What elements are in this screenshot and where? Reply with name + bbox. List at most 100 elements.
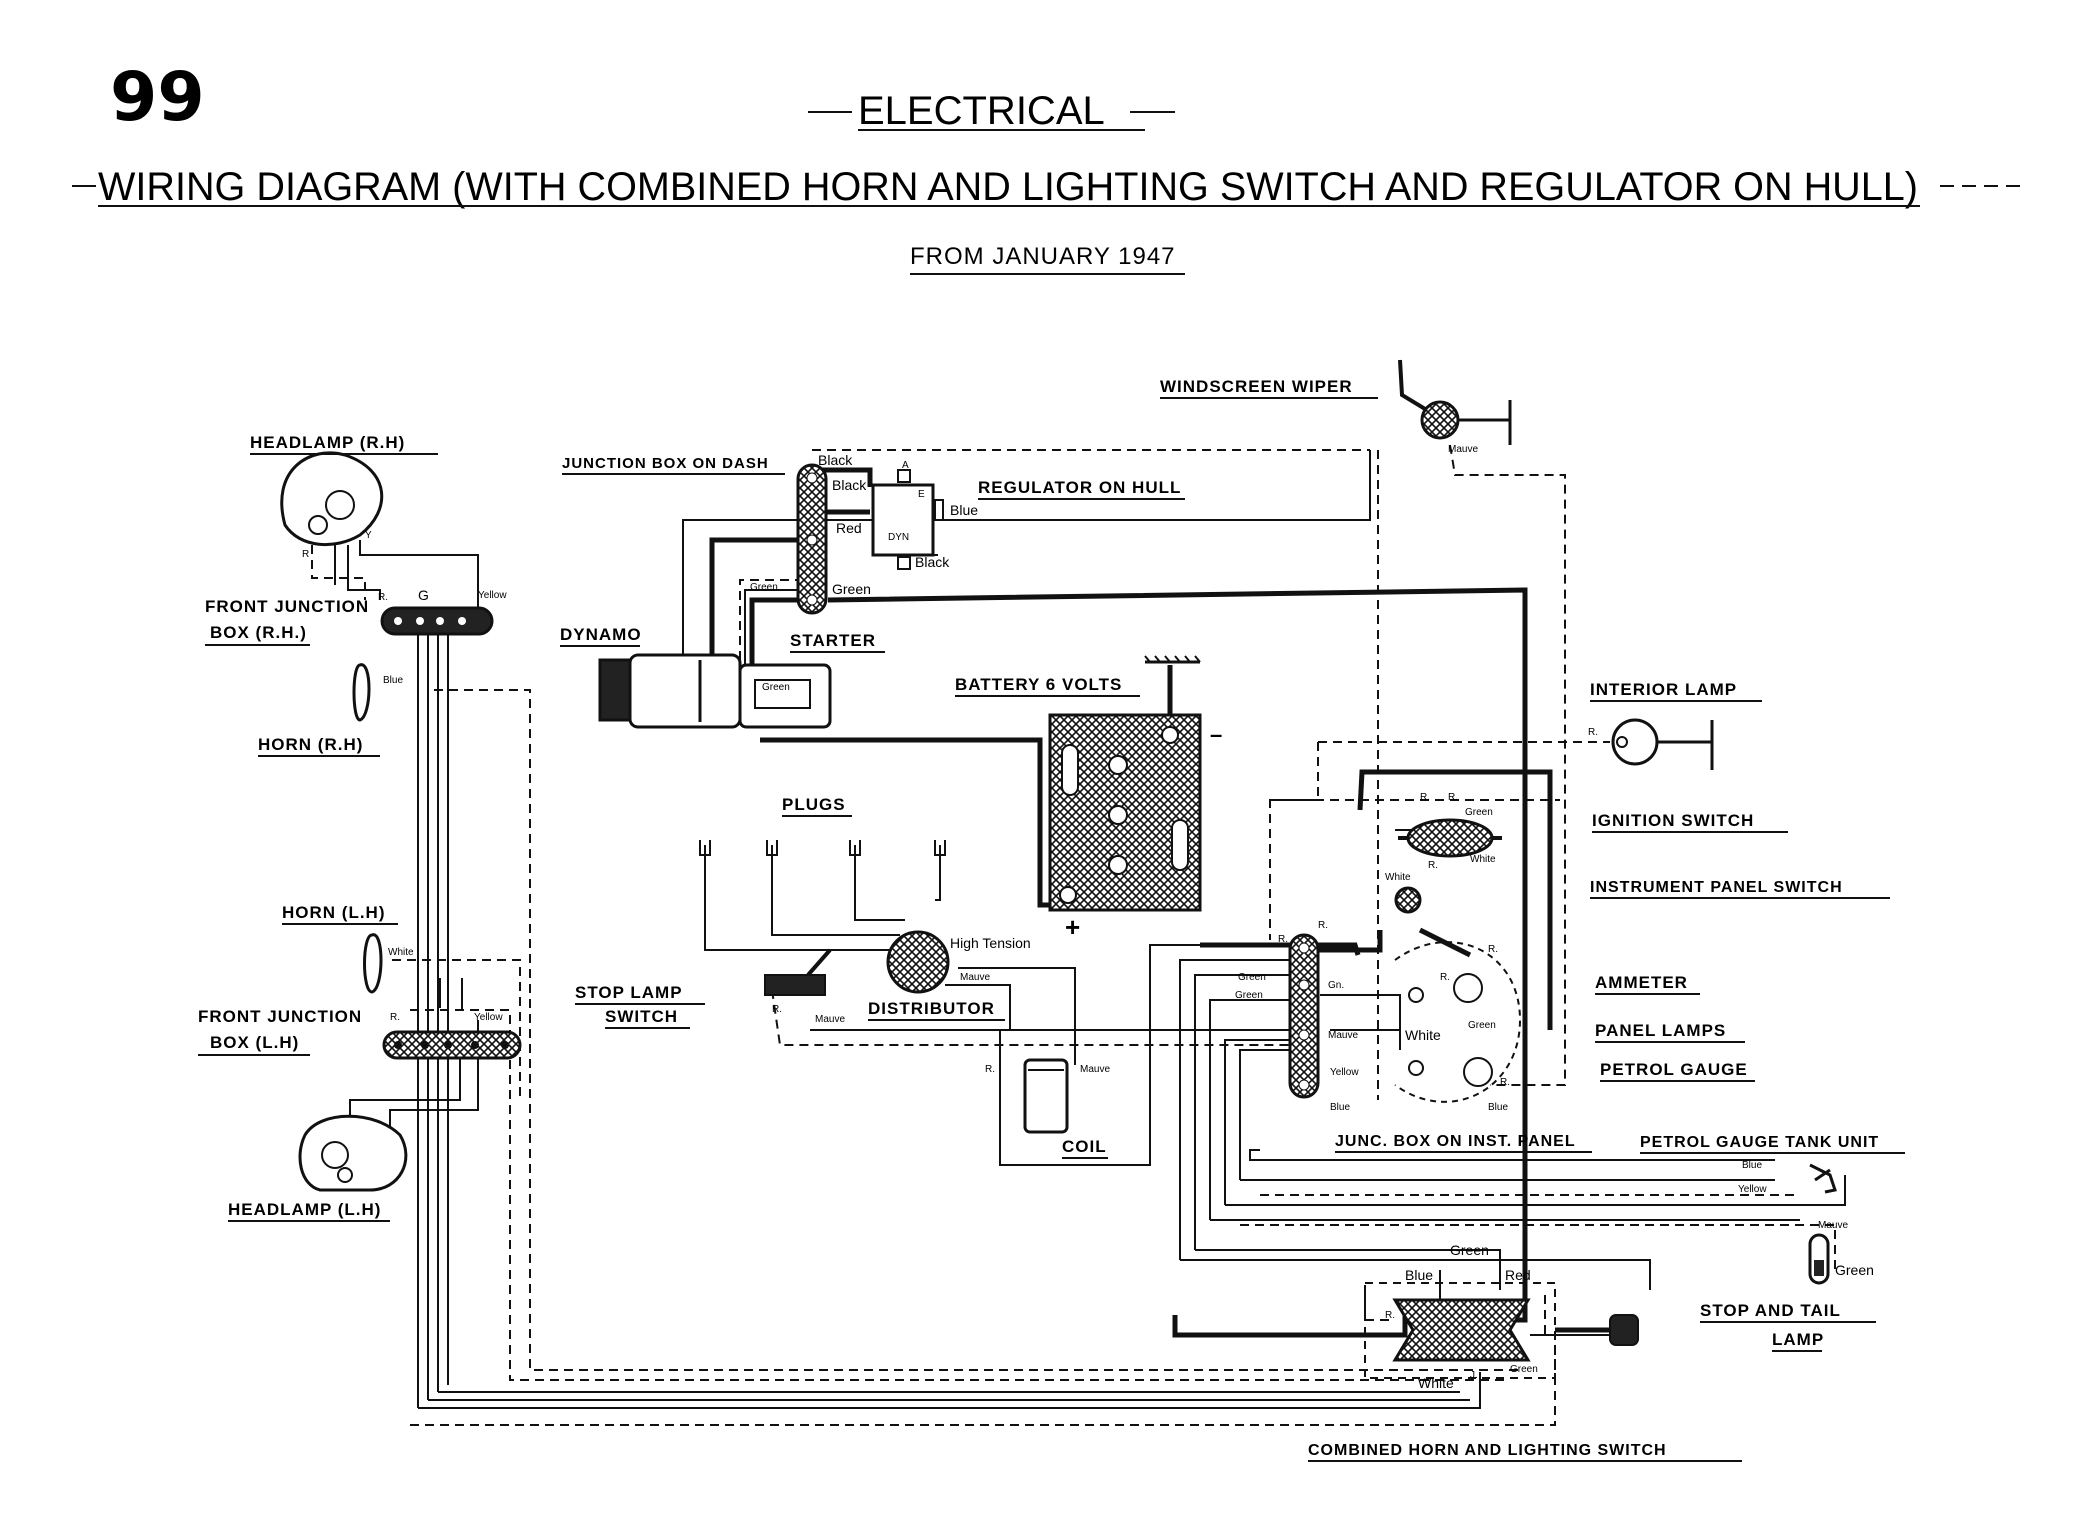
wire-label: Mauve <box>1818 1220 1848 1231</box>
label-panel-lamps: PANEL LAMPS <box>1595 1021 1726 1040</box>
wire-label: Green <box>762 682 790 693</box>
label-instrument-panel-switch: INSTRUMENT PANEL SWITCH <box>1590 879 1843 896</box>
label-headlamp-rh: HEADLAMP (R.H) <box>250 433 405 452</box>
label-plugs: PLUGS <box>782 795 846 814</box>
label-starter: STARTER <box>790 631 876 650</box>
battery <box>1048 655 1202 912</box>
wire-label: A <box>902 460 909 471</box>
label-stop-lamp-switch-2: SWITCH <box>605 1007 678 1026</box>
label-junc-box-inst-panel: JUNC. BOX ON INST. PANEL <box>1335 1133 1576 1150</box>
wire-label: Blue <box>1405 1267 1433 1283</box>
wire-label: R. <box>1440 972 1450 983</box>
instrument-panel-switch <box>1394 886 1422 914</box>
wire-label: R. <box>1318 920 1328 931</box>
label-stop-lamp-switch-1: STOP LAMP <box>575 983 683 1002</box>
label-regulator: REGULATOR ON HULL <box>978 478 1181 497</box>
wire-label: Yellow <box>1330 1067 1359 1078</box>
diagram-title: WIRING DIAGRAM (WITH COMBINED HORN AND L… <box>98 165 1918 209</box>
label-petrol-gauge: PETROL GAUGE <box>1600 1060 1748 1079</box>
component-labels: HEADLAMP (R.H) FRONT JUNCTION BOX (R.H.)… <box>198 377 1905 1462</box>
wire-label: Green <box>1468 1020 1496 1031</box>
wire-label: R. <box>390 1012 400 1023</box>
starter <box>738 663 832 729</box>
distributor <box>886 930 950 994</box>
label-windscreen-wiper: WINDSCREEN WIPER <box>1160 377 1353 396</box>
wire-label: Green <box>1450 1242 1489 1258</box>
coil <box>1023 1058 1069 1134</box>
wire-label: Green <box>1465 807 1493 818</box>
label-stop-and-tail-lamp-1: STOP AND TAIL <box>1700 1301 1841 1320</box>
label-front-junction-rh-1: FRONT JUNCTION <box>205 597 369 616</box>
wire-label: Yellow <box>474 1012 503 1023</box>
label-horn-lh: HORN (L.H) <box>282 903 385 922</box>
combined-horn-and-lighting-switch <box>1364 1282 1639 1379</box>
wire-label: Blue <box>383 675 403 686</box>
label-stop-and-tail-lamp-2: LAMP <box>1772 1330 1824 1349</box>
label-headlamp-lh: HEADLAMP (L.H) <box>228 1200 381 1219</box>
wire-label: J. <box>1470 1370 1478 1381</box>
wire-label: Green <box>1238 972 1266 983</box>
wire-label: Black <box>832 477 867 493</box>
section-title: ELECTRICAL <box>858 89 1105 133</box>
ignition-switch <box>1398 818 1502 858</box>
label-distributor: DISTRIBUTOR <box>868 999 995 1018</box>
regulator-on-hull <box>871 469 944 570</box>
front-junction-box-lh <box>382 1030 522 1060</box>
wire-label: Red <box>1505 1267 1531 1283</box>
stop-lamp-switch <box>764 948 832 996</box>
label-ignition-switch: IGNITION SWITCH <box>1592 811 1754 830</box>
wire-label: White <box>388 947 414 958</box>
wire-label: Green <box>1510 1364 1538 1375</box>
wire-label: Green <box>1835 1262 1874 1278</box>
wire-label: Mauve <box>815 1014 845 1025</box>
stop-and-tail-lamp <box>1808 1233 1830 1285</box>
wire-label: Green <box>750 582 778 593</box>
wire-label: Red <box>836 520 862 536</box>
label-interior-lamp: INTERIOR LAMP <box>1590 680 1737 699</box>
wire-label: Mauve <box>960 972 990 983</box>
junction-box-on-inst-panel <box>1288 933 1320 1099</box>
wire-label: R. <box>1500 1077 1510 1088</box>
page-number: 99 <box>110 58 205 137</box>
wire-label: Blue <box>1742 1160 1762 1171</box>
wire-label: Mauve <box>1448 444 1478 455</box>
label-front-junction-lh-2: BOX (L.H) <box>210 1033 299 1052</box>
wire-label: High Tension <box>950 935 1031 951</box>
wire-label: DYN <box>888 532 909 543</box>
wire-label: Mauve <box>1328 1030 1358 1041</box>
wire-label: R. <box>772 1004 782 1015</box>
label-junction-box-dash: JUNCTION BOX ON DASH <box>562 455 769 472</box>
wire-label: Yellow <box>478 590 507 601</box>
spark-plugs <box>699 840 946 868</box>
label-dynamo: DYNAMO <box>560 625 642 644</box>
battery-positive: + <box>1065 912 1081 942</box>
wire-label: Blue <box>1330 1102 1350 1113</box>
petrol-gauge-tank-unit <box>1809 1163 1837 1194</box>
diagram-subtitle: FROM JANUARY 1947 <box>910 243 1176 270</box>
label-front-junction-lh-1: FRONT JUNCTION <box>198 1007 362 1026</box>
label-ammeter: AMMETER <box>1595 973 1688 992</box>
wire-label: R. <box>1488 944 1498 955</box>
wire-label: R. <box>1278 934 1288 945</box>
label-combined-switch: COMBINED HORN AND LIGHTING SWITCH <box>1308 1442 1667 1459</box>
junction-box-on-dash <box>796 463 828 615</box>
wire-label: G <box>418 587 429 603</box>
wire-label: Green <box>832 581 871 597</box>
horn-lh <box>363 933 383 994</box>
dynamo <box>598 653 742 729</box>
wire-label: Gn. <box>1328 980 1344 991</box>
battery-negative: – <box>1210 722 1223 747</box>
instrument-panel <box>1394 941 1522 1103</box>
wire-label: Black <box>818 452 853 468</box>
headlamp-lh <box>298 1114 408 1192</box>
wire-label: R. <box>1428 860 1438 871</box>
wire-label: White <box>1470 854 1496 865</box>
wire-labels: Black Black Black Blue Red E DYN A Green… <box>302 444 1874 1391</box>
wire-label: White <box>1385 872 1411 883</box>
wire-label: Y <box>365 530 372 541</box>
wire-label: R. <box>1420 792 1430 803</box>
wire-label: Green <box>1235 990 1263 1001</box>
label-coil: COIL <box>1062 1137 1107 1156</box>
wire-label: Mauve <box>1080 1064 1110 1075</box>
